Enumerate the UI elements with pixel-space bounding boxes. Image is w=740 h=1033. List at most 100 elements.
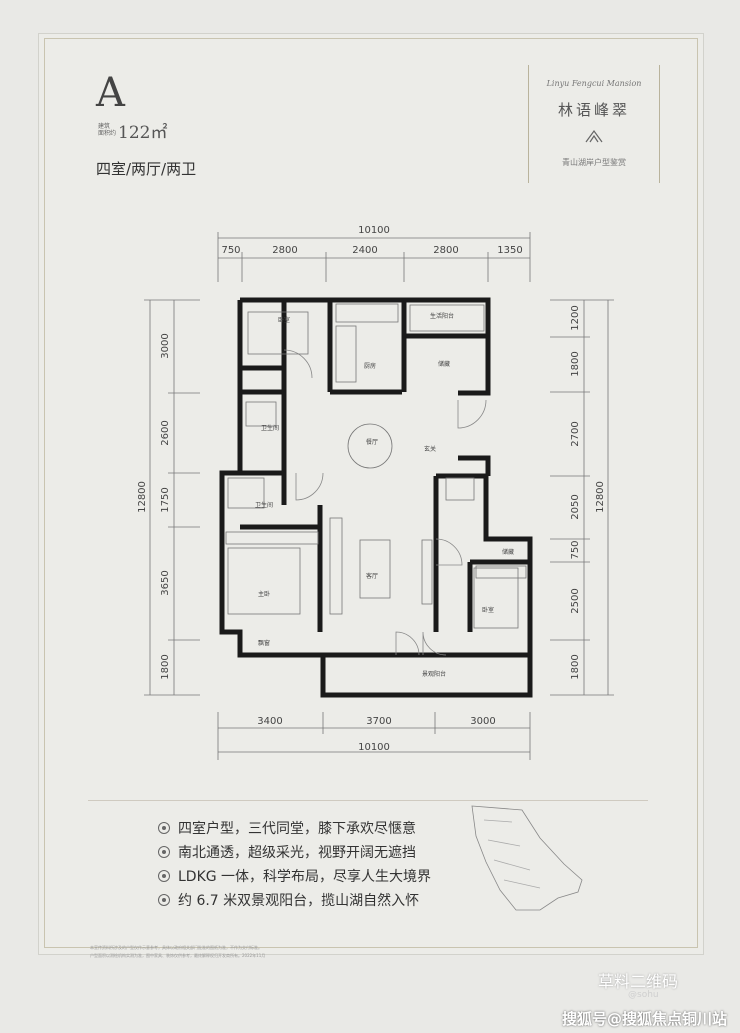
- bed-nw: [247, 311, 309, 355]
- feature-item: 南北通透，超级采光，视野开阔无遮挡: [158, 842, 431, 866]
- watermark-middle: @sohu: [628, 990, 659, 1000]
- room-summary: 四室/两厅/两卫: [96, 160, 197, 178]
- dining-table: [347, 423, 393, 469]
- room-living: 客厅: [366, 572, 378, 580]
- bullet-icon: [158, 822, 170, 834]
- room-dining: 餐厅: [366, 438, 378, 446]
- dim-top-seg: 750: [221, 245, 240, 256]
- unit-letter: A: [96, 70, 125, 116]
- dim-left-seg: 3650: [160, 570, 171, 595]
- room-view-balcony: 景观阳台: [422, 670, 446, 678]
- walls: [219, 297, 533, 698]
- mountain-logo-icon: [585, 129, 603, 143]
- wardrobe-se: [475, 565, 527, 579]
- disclaimer-line: 本宣传资料所涉及的户型仅作示意参考，具体以政府相关部门批准的图纸为准，不作为交付…: [90, 945, 262, 950]
- furniture: [225, 303, 527, 629]
- area-label: 建筑 面积约: [98, 123, 118, 137]
- bed-se: [473, 567, 519, 629]
- door-swing: [435, 538, 463, 566]
- dim-right-seg: 2700: [570, 421, 581, 446]
- watermark-top: 草料二维码: [598, 972, 679, 991]
- door-swing: [295, 472, 324, 501]
- room-bath-2: 卫生间: [255, 501, 273, 509]
- disclaimer-line: 户型面积以测绘机构实测为准，图中家具、装饰仅供参考，最终解释权归开发商所有。20…: [90, 953, 266, 958]
- doors: [283, 349, 487, 656]
- interior-walls: [240, 300, 530, 632]
- dim-top-seg: 2800: [433, 245, 458, 256]
- room-bedroom-nw: 卧室: [278, 316, 290, 324]
- door-swing: [283, 349, 313, 379]
- dim-top-seg: 2400: [352, 245, 377, 256]
- shaft: [445, 477, 475, 501]
- bath-1-fixtures: [245, 401, 277, 427]
- tv-cabinet: [421, 539, 433, 605]
- dim-top-total: 10100: [358, 225, 390, 236]
- watermark-bottom: 搜狐号@搜狐焦点铜川站: [562, 1010, 728, 1028]
- outer-wall: [219, 297, 533, 698]
- bullet-icon: [158, 894, 170, 906]
- site-outline: [471, 805, 583, 911]
- dim-bottom-seg: 3700: [366, 716, 391, 727]
- dim-left-total: 12800: [137, 481, 148, 513]
- room-kitchen: 厨房: [364, 362, 376, 370]
- dim-left-seg: 3000: [160, 333, 171, 358]
- dim-right-seg: 750: [570, 540, 581, 559]
- feature-item: 约 6.7 米双景观阳台，揽山湖自然入怀: [158, 890, 431, 914]
- room-entrance: 玄关: [424, 445, 436, 453]
- area-label-line-1: 建筑: [98, 123, 111, 130]
- master-bed: [227, 547, 301, 615]
- feature-item: 四室户型，三代同堂，膝下承欢尽惬意: [158, 818, 431, 842]
- area-label-line-2: 面积约: [98, 130, 117, 137]
- brochure-inner-border: [44, 38, 698, 948]
- dim-left-seg: 1750: [160, 487, 171, 512]
- dim-right-seg: 2500: [570, 588, 581, 613]
- room-closet: 储藏: [502, 548, 514, 556]
- brand-block: Linyu Fengcui Mansion 林语峰翠 青山湖岸户型鉴赏: [528, 65, 660, 183]
- room-utility-balcony: 生活阳台: [430, 312, 454, 320]
- kitchen-counter-side: [335, 325, 357, 383]
- feature-item: LDKG 一体，科学布局，尽享人生大境界: [158, 866, 431, 890]
- room-bath-1: 卫生间: [261, 424, 279, 432]
- dim-bottom-total: 10100: [358, 742, 390, 753]
- brochure-card: [38, 33, 704, 955]
- room-labels: 卧室 厨房 生活阳台 储藏 卫生间 卫生间 餐厅 玄关 客厅 主卧 飘窗 储藏 …: [255, 312, 514, 678]
- bath-2-fixtures: [227, 477, 265, 509]
- site-blocks: [483, 819, 541, 889]
- dim-bottom-seg: 3000: [470, 716, 495, 727]
- dim-left-seg: 2600: [160, 420, 171, 445]
- dim-right-seg: 1200: [570, 305, 581, 330]
- dim-right-total: 12800: [595, 481, 606, 513]
- dim-right-seg: 1800: [570, 351, 581, 376]
- bullet-icon: [158, 870, 170, 882]
- dimension-labels: 10100 750 2800 2400 2800 1350 3400 3700 …: [137, 225, 606, 753]
- brand-subtitle: 青山湖岸户型鉴赏: [562, 158, 626, 167]
- room-storage: 储藏: [438, 360, 450, 368]
- sofa: [329, 517, 343, 615]
- feature-list: 四室户型，三代同堂，膝下承欢尽惬意 南北通透，超级采光，视野开阔无遮挡 LDKG…: [158, 818, 431, 914]
- area-value: 122㎡: [118, 123, 168, 143]
- feature-text: 约 6.7 米双景观阳台，揽山湖自然入怀: [178, 893, 420, 909]
- dim-top-seg: 1350: [497, 245, 522, 256]
- feature-text: 四室户型，三代同堂，膝下承欢尽惬意: [178, 821, 416, 837]
- dim-top-seg: 2800: [272, 245, 297, 256]
- brand-script: Linyu Fengcui Mansion: [546, 79, 642, 88]
- feature-text: LDKG 一体，科学布局，尽享人生大境界: [178, 869, 432, 885]
- brand-name: 林语峰翠: [557, 101, 630, 119]
- features-divider: [88, 800, 648, 801]
- coffee-table: [359, 539, 391, 599]
- dim-left-seg: 1800: [160, 654, 171, 679]
- kitchen-counter: [335, 303, 399, 323]
- site-plan-thumbnail: [471, 805, 583, 911]
- door-swing: [457, 399, 487, 429]
- disclaimer: 本宣传资料所涉及的户型仅作示意参考，具体以政府相关部门批准的图纸为准，不作为交付…: [90, 944, 590, 960]
- dim-right-seg: 1800: [570, 654, 581, 679]
- wardrobe-master: [225, 531, 319, 545]
- room-bay-window: 飘窗: [258, 639, 270, 647]
- dim-right-seg: 2050: [570, 494, 581, 519]
- door-swing: [422, 631, 447, 656]
- door-swing: [395, 631, 420, 656]
- bullet-icon: [158, 846, 170, 858]
- room-master-bedroom: 主卧: [258, 590, 270, 598]
- dimension-lines: [144, 232, 614, 760]
